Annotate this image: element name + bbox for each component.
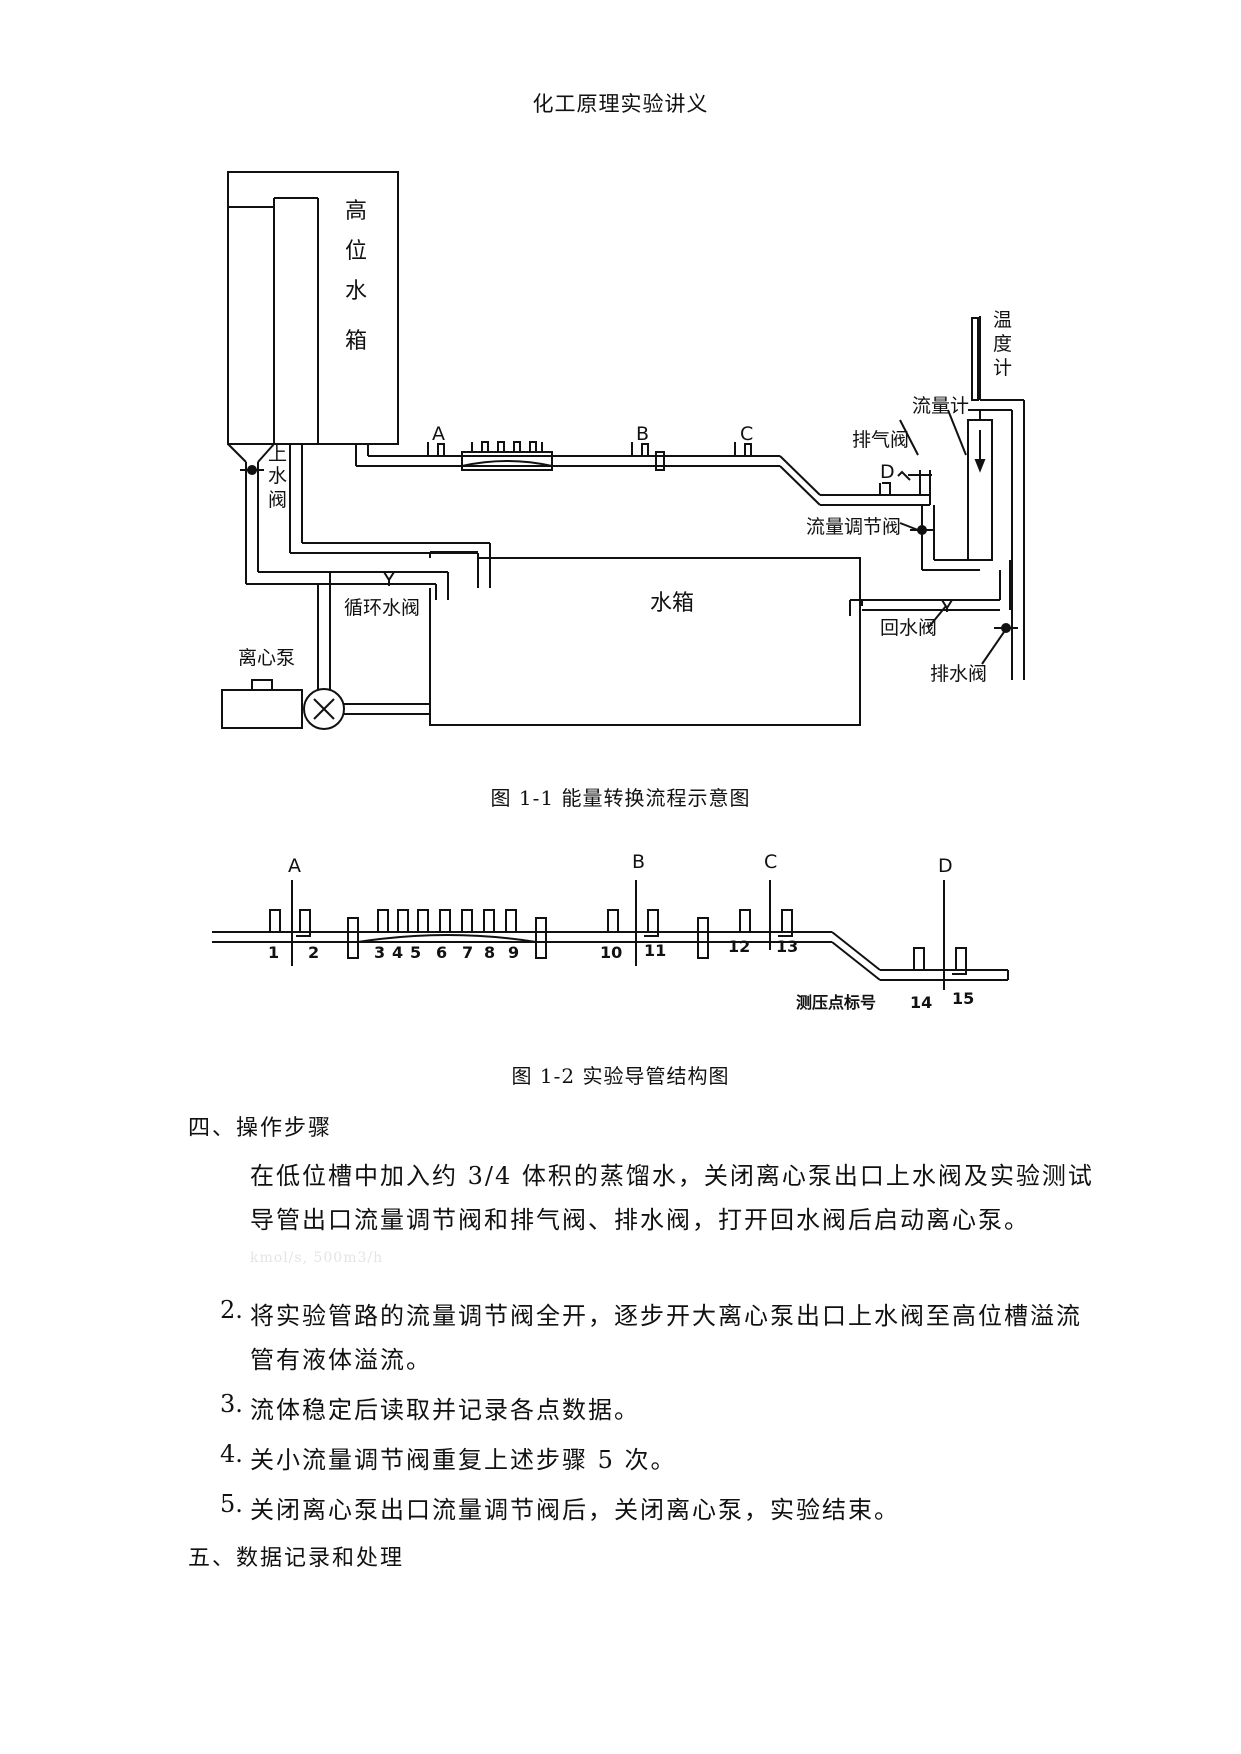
tap-11: 11 bbox=[644, 941, 666, 960]
vent-valve-label: 排气阀 bbox=[852, 429, 909, 451]
point-c-label: C bbox=[740, 423, 753, 445]
step2-line2: 管有液体溢流。 bbox=[250, 1346, 432, 1374]
tap-13: 13 bbox=[776, 937, 798, 956]
step4-number: 4. bbox=[220, 1440, 243, 1468]
inlet-valve-label-1: 上 bbox=[268, 443, 287, 465]
tap-6: 6 bbox=[436, 943, 447, 962]
step5-line1: 关闭离心泵出口流量调节阀后，关闭离心泵，实验结束。 bbox=[250, 1496, 900, 1524]
figure1-caption: 图 1-1 能量转换流程示意图 bbox=[490, 786, 751, 810]
tap-15: 15 bbox=[952, 989, 974, 1008]
tank-label-4: 箱 bbox=[345, 329, 367, 354]
tap-legend: 测压点标号 bbox=[796, 993, 876, 1012]
thermometer-label-1: 温 bbox=[993, 309, 1012, 331]
water-tank bbox=[429, 557, 861, 726]
step1-line1: 在低位槽中加入约 3/4 体积的蒸馏水，关闭离心泵出口上水阀及实验测试 bbox=[250, 1162, 1094, 1190]
fig2-point-b: B bbox=[632, 851, 645, 873]
thermometer-label-3: 计 bbox=[993, 357, 1012, 379]
fig2-point-a: A bbox=[288, 855, 301, 877]
figure2-caption: 图 1-2 实验导管结构图 bbox=[511, 1064, 730, 1088]
step3-number: 3. bbox=[220, 1390, 243, 1418]
inlet-valve-label-2: 水 bbox=[268, 465, 287, 487]
tap-12: 12 bbox=[728, 937, 750, 956]
tap-8: 8 bbox=[484, 943, 495, 962]
tap-9: 9 bbox=[508, 943, 519, 962]
return-valve-label: 回水阀 bbox=[880, 617, 937, 639]
high-tank bbox=[227, 171, 399, 445]
pipe-structure-diagram: A B C D 1 2 3 4 5 6 7 8 9 10 11 12 13 14… bbox=[212, 851, 1009, 1012]
tap-10: 10 bbox=[600, 943, 622, 962]
tap-4: 4 bbox=[392, 943, 403, 962]
point-d-label: D bbox=[880, 461, 895, 483]
circulation-valve-label: 循环水阀 bbox=[344, 597, 420, 619]
fig2-point-c: C bbox=[764, 851, 777, 873]
return-valve-icon bbox=[941, 599, 953, 612]
section4-title: 四、操作步骤 bbox=[188, 1116, 333, 1141]
tap-3: 3 bbox=[374, 943, 385, 962]
section5-title: 五、数据记录和处理 bbox=[188, 1546, 405, 1571]
flowmeter-label: 流量计 bbox=[912, 395, 969, 417]
tap-14: 14 bbox=[910, 993, 932, 1012]
thermometer-label-2: 度 bbox=[993, 333, 1012, 355]
point-b-label: B bbox=[636, 423, 649, 445]
step3-line1: 流体稳定后读取并记录各点数据。 bbox=[250, 1396, 640, 1424]
step1-line2: 导管出口流量调节阀和排气阀、排水阀，打开回水阀后启动离心泵。 bbox=[250, 1206, 1030, 1234]
step2-number: 2. bbox=[220, 1296, 243, 1324]
fig2-point-d: D bbox=[938, 855, 953, 877]
water-tank-label: 水箱 bbox=[650, 591, 694, 616]
tank-label-2: 位 bbox=[345, 239, 367, 264]
drain-valve-label: 排水阀 bbox=[930, 663, 987, 685]
tap-7: 7 bbox=[462, 943, 473, 962]
step5-number: 5. bbox=[220, 1490, 243, 1518]
point-a-label: A bbox=[432, 423, 445, 445]
faint-note: kmol/s, 500m3/h bbox=[250, 1250, 384, 1266]
pump-icon bbox=[303, 688, 345, 730]
tank-label-1: 高 bbox=[345, 199, 367, 224]
step4-line1: 关小流量调节阀重复上述步骤 5 次。 bbox=[250, 1446, 677, 1474]
pump-motor bbox=[221, 689, 303, 729]
page-header: 化工原理实验讲义 bbox=[532, 92, 709, 116]
tank-label-3: 水 bbox=[345, 279, 367, 304]
step2-line1: 将实验管路的流量调节阀全开，逐步开大离心泵出口上水阀至高位槽溢流 bbox=[250, 1302, 1082, 1330]
circulation-valve-icon bbox=[383, 571, 395, 586]
tap-1: 1 bbox=[268, 943, 279, 962]
tap-2: 2 bbox=[308, 943, 319, 962]
flow-control-valve-label: 流量调节阀 bbox=[806, 516, 901, 538]
pump-label: 离心泵 bbox=[238, 647, 295, 669]
tap-5: 5 bbox=[410, 943, 421, 962]
flow-diagram: 高 位 水 箱 上 水 阀 A B C D 温 度 计 流量计 排气阀 流量调节… bbox=[221, 171, 1025, 730]
inlet-valve-label-3: 阀 bbox=[268, 489, 287, 511]
thermometer-icon bbox=[971, 317, 979, 401]
